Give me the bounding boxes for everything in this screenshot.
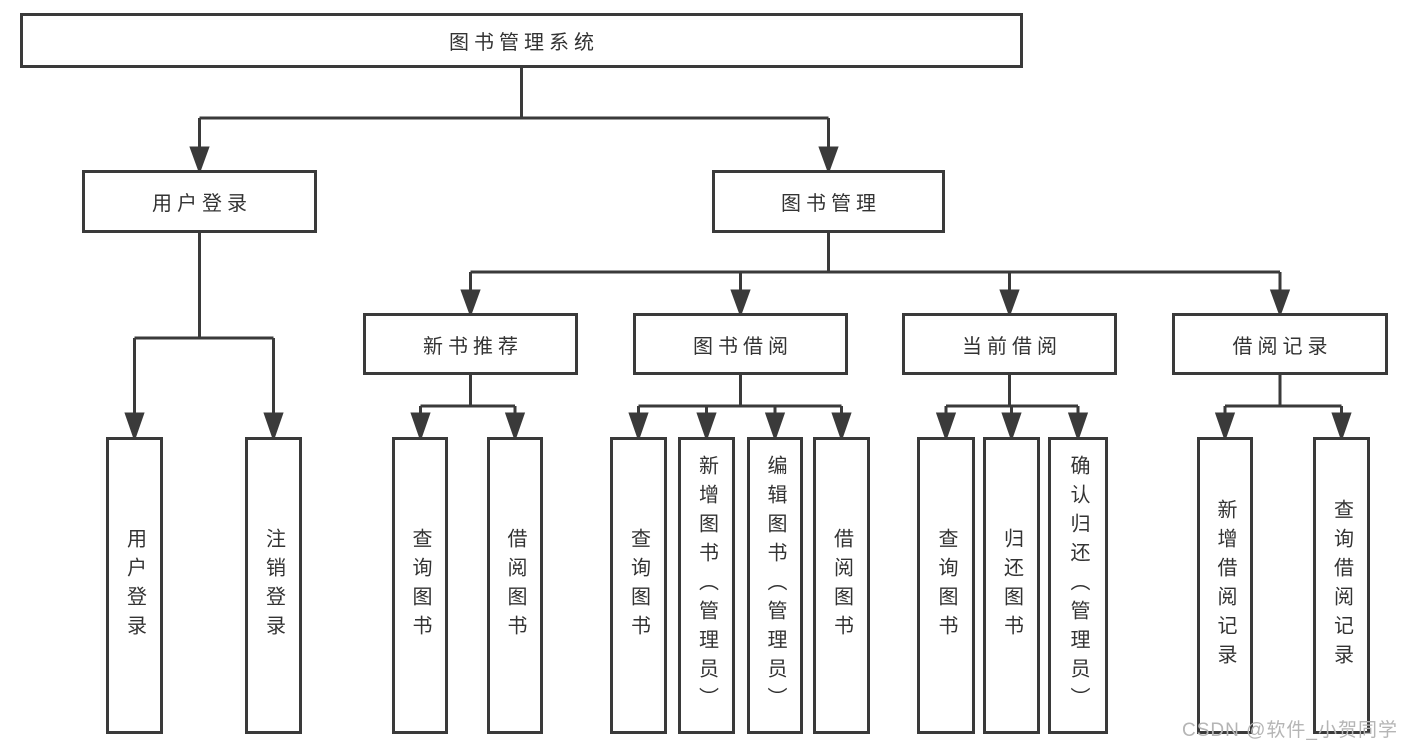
- arrowhead-icon: [818, 146, 839, 175]
- node-label: 图书管理系统: [449, 32, 599, 54]
- leaf-label: 查询图书: [627, 527, 650, 644]
- arrowhead-icon: [999, 289, 1020, 318]
- leaf-logout: 注销登录: [245, 437, 302, 734]
- leaf-label: 查询图书: [409, 527, 431, 644]
- arrowhead-icon: [504, 412, 526, 442]
- node-label: 当前借阅: [962, 335, 1062, 358]
- connector-records-to-leaves: [1214, 375, 1352, 442]
- leaf-label: 归还图书: [1000, 527, 1023, 644]
- connector-mgmt-to-level3: [460, 233, 1291, 318]
- leaf-label: 新增图书（管理员）: [695, 455, 718, 716]
- connector-login-to-leaves: [124, 233, 284, 442]
- leaf-borrow-query-book: 查询图书: [610, 437, 667, 734]
- arrowhead-icon: [124, 412, 145, 442]
- leaf-borrow-book: 借阅图书: [813, 437, 870, 734]
- node-user-login: 用户登录: [82, 170, 317, 233]
- connector-root-to-level2: [189, 68, 839, 175]
- arrowhead-icon: [189, 146, 210, 175]
- leaf-label: 注销登录: [262, 527, 285, 644]
- node-label: 借阅记录: [1232, 335, 1333, 358]
- arrowhead-icon: [730, 289, 751, 318]
- leaf-edit-book-admin: 编辑图书（管理员）: [747, 437, 803, 734]
- arrowhead-icon: [263, 412, 284, 442]
- arrowhead-icon: [831, 412, 852, 442]
- leaf-query-borrow-record: 查询借阅记录: [1313, 437, 1370, 734]
- leaf-recommend-borrow-book: 借阅图书: [487, 437, 543, 734]
- node-label: 图书管理: [781, 193, 881, 215]
- connector-recommend-to-leaves: [410, 375, 526, 442]
- node-current-borrowing: 当前借阅: [902, 313, 1117, 375]
- node-label: 用户登录: [152, 193, 252, 215]
- node-label: 新书推荐: [423, 335, 523, 358]
- arrowhead-icon: [696, 412, 717, 442]
- node-label: 图书借阅: [693, 335, 793, 358]
- leaf-label: 编辑图书（管理员）: [764, 455, 786, 716]
- arrowhead-icon: [460, 289, 481, 318]
- node-root-system: 图书管理系统: [20, 13, 1023, 68]
- arrowhead-icon: [764, 412, 786, 442]
- leaf-label: 新增借阅记录: [1214, 498, 1236, 673]
- leaf-label: 查询借阅记录: [1330, 498, 1353, 673]
- node-borrow-records: 借阅记录: [1172, 313, 1388, 375]
- node-book-borrowing: 图书借阅: [633, 313, 848, 375]
- arrowhead-icon: [935, 412, 957, 442]
- leaf-return-book: 归还图书: [983, 437, 1040, 734]
- leaf-label: 确认归还（管理员）: [1067, 455, 1089, 716]
- leaf-label: 借阅图书: [830, 527, 853, 644]
- leaf-confirm-return-admin: 确认归还（管理员）: [1048, 437, 1108, 734]
- arrowhead-icon: [628, 412, 649, 442]
- arrowhead-icon: [1214, 412, 1236, 442]
- leaf-label: 借阅图书: [504, 527, 526, 644]
- node-book-management: 图书管理: [712, 170, 945, 233]
- arrowhead-icon: [1269, 289, 1291, 318]
- leaf-current-query-book: 查询图书: [917, 437, 975, 734]
- connector-current-to-leaves: [935, 375, 1089, 442]
- arrowhead-icon: [1331, 412, 1352, 442]
- csdn-watermark: CSDN @软件_小贺同学: [1182, 720, 1398, 741]
- connector-borrow-to-leaves: [628, 375, 852, 442]
- arrowhead-icon: [1001, 412, 1022, 442]
- node-new-book-recommend: 新书推荐: [363, 313, 578, 375]
- arrowhead-icon: [410, 412, 431, 442]
- leaf-recommend-query-book: 查询图书: [392, 437, 448, 734]
- leaf-add-borrow-record: 新增借阅记录: [1197, 437, 1253, 734]
- arrowhead-icon: [1067, 412, 1089, 442]
- leaf-label: 用户登录: [123, 527, 146, 644]
- leaf-label: 查询图书: [935, 527, 957, 644]
- leaf-user-login: 用户登录: [106, 437, 163, 734]
- leaf-add-book-admin: 新增图书（管理员）: [678, 437, 735, 734]
